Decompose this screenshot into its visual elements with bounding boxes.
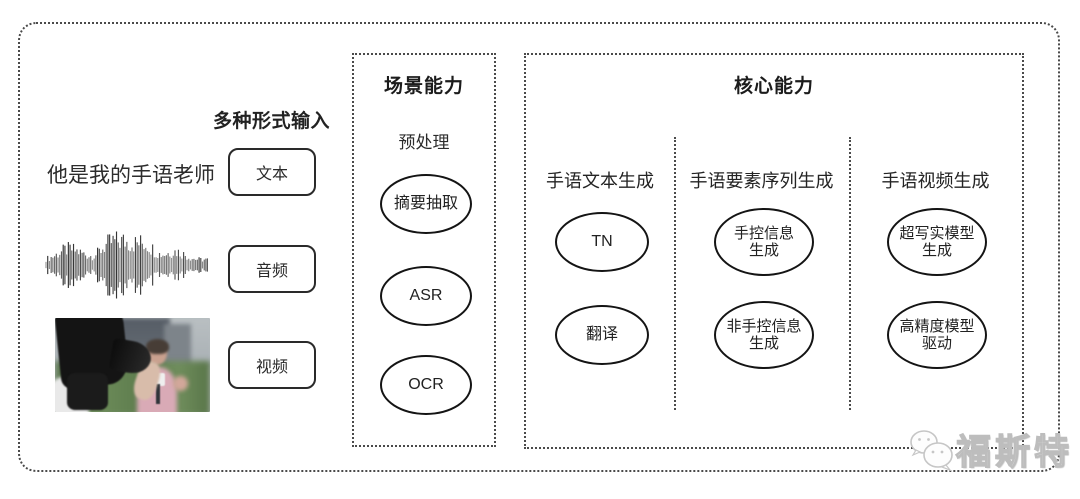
scene-capability-title: 场景能力 xyxy=(383,76,464,97)
node-label: 手控信息 xyxy=(733,224,794,242)
sample-sentence-text: 他是我的手语老师 xyxy=(47,164,215,187)
column-header-sign-text-generation: 手语文本生成 xyxy=(546,171,654,191)
audio-waveform-icon xyxy=(45,231,208,299)
watermark-text: 福斯特 xyxy=(955,432,1074,472)
node-tn: TN xyxy=(555,212,649,272)
node-hyperrealistic-model-generation: 超写实模型 生成 xyxy=(887,208,987,276)
node-translation: 翻译 xyxy=(555,305,649,365)
core-capability-title: 核心能力 xyxy=(733,76,814,97)
column-header-sign-video-generation: 手语视频生成 xyxy=(881,171,990,191)
node-label: 生成 xyxy=(921,242,952,259)
node-label: 生成 xyxy=(748,242,779,259)
column-divider xyxy=(674,137,676,410)
node-label: OCR xyxy=(408,375,444,393)
input-type-text-label: 文本 xyxy=(255,166,288,183)
wechat-icon xyxy=(910,429,953,471)
watermark: 福斯特 xyxy=(908,424,1073,475)
node-label: 摘要抽取 xyxy=(393,194,458,212)
node-label: TN xyxy=(591,232,613,250)
node-label: 翻译 xyxy=(585,325,618,343)
scene-capability-box: 场景能力 预处理 摘要抽取 ASR OCR xyxy=(352,53,496,447)
input-section-title: 多种形式输入 xyxy=(213,111,331,132)
column-header-sign-element-sequence-generation: 手语要素序列生成 xyxy=(689,171,834,191)
node-non-manual-info-generation: 非手控信息 生成 xyxy=(714,301,814,369)
input-type-text-box: 文本 xyxy=(228,148,316,196)
input-type-audio-label: 音频 xyxy=(255,263,288,280)
column-divider xyxy=(849,137,851,410)
node-label: ASR xyxy=(409,286,443,304)
node-label: 超写实模型 xyxy=(899,224,975,242)
node-manual-info-generation: 手控信息 生成 xyxy=(714,208,814,276)
core-capability-box: 核心能力 手语文本生成 手语要素序列生成 手语视频生成 TN 翻译 手控信息 生… xyxy=(524,53,1024,449)
node-ocr: OCR xyxy=(380,355,472,415)
node-label: 高精度模型 xyxy=(899,317,975,335)
video-thumbnail xyxy=(55,318,210,412)
outer-dotted-border xyxy=(18,22,1060,472)
input-type-video-box: 视频 xyxy=(228,341,316,389)
node-high-precision-model-driving: 高精度模型 驱动 xyxy=(887,301,987,369)
node-label: 生成 xyxy=(748,335,779,352)
input-type-audio-box: 音频 xyxy=(228,245,316,293)
node-summary-extraction: 摘要抽取 xyxy=(380,174,472,234)
node-label: 非手控信息 xyxy=(726,317,802,335)
node-asr: ASR xyxy=(380,266,472,326)
node-label: 驱动 xyxy=(921,335,952,352)
input-type-video-label: 视频 xyxy=(255,359,288,376)
preprocess-label: 预处理 xyxy=(398,133,450,152)
